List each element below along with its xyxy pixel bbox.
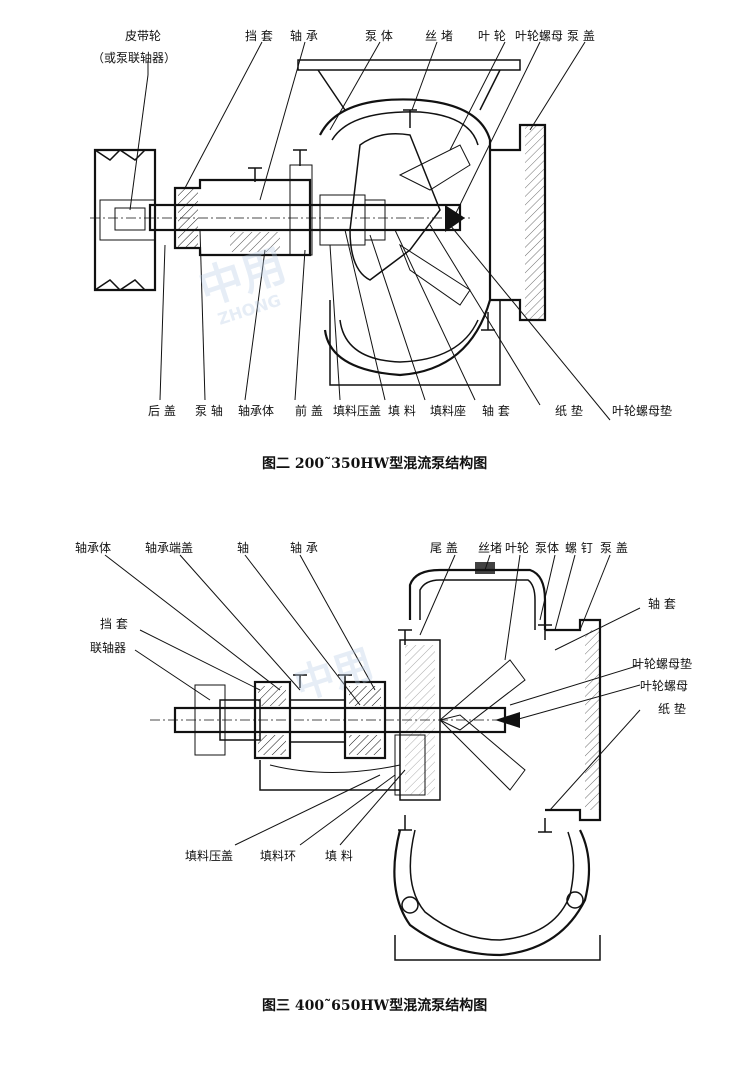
fig3-caption: 图三 400˜650HW型混流泵结构图	[262, 997, 487, 1014]
fig2-label-front-cover: 前 盖	[295, 403, 323, 418]
fig3-label-bearing-housing: 轴承体	[75, 540, 111, 555]
fig2-label-shaft-sleeve: 轴 套	[482, 403, 510, 418]
fig3-label-pump-cover: 泵 盖	[600, 541, 628, 555]
fig3-label-lantern-ring: 填料环	[260, 849, 296, 863]
fig3-label-gland: 填料压盖	[185, 849, 233, 863]
fig3-label-impeller: 叶轮	[505, 541, 529, 555]
fig3-label-nut-washer: 叶轮螺母垫	[632, 656, 692, 671]
fig3-label-shaft: 轴	[237, 540, 249, 555]
fig3-label-stop-sleeve: 挡 套	[100, 617, 128, 631]
fig3-label-pump-body: 泵体	[535, 541, 559, 555]
fig2-label-gland: 填料压盖	[333, 404, 381, 418]
fig2-label-pump-body: 泵 体	[365, 29, 393, 43]
fig2-label-bearing: 轴 承	[290, 28, 318, 43]
fig3-label-bearing: 轴 承	[290, 540, 318, 555]
figure3-leaders	[104, 554, 641, 846]
fig2-label-impeller: 叶 轮	[478, 29, 506, 43]
fig2-label-pump-shaft: 泵 轴	[195, 403, 223, 418]
fig2-label-packing-seat: 填料座	[430, 403, 466, 418]
fig2-label-impeller-nut: 叶轮螺母	[515, 29, 563, 43]
figure3-drawing	[150, 562, 602, 961]
fig2-label-pulley: 皮带轮	[125, 29, 161, 43]
fig3-label-paper-gasket: 纸 垫	[658, 701, 686, 716]
fig2-label-bearing-housing: 轴承体	[238, 403, 274, 418]
figure2-leaders	[129, 41, 611, 421]
fig2-label-coupling-note: （或泵联轴器）	[92, 50, 176, 65]
fig2-label-nut-washer: 叶轮螺母垫	[612, 403, 672, 418]
fig3-label-shaft-sleeve: 轴 套	[648, 596, 676, 611]
fig2-label-rear-cover: 后 盖	[148, 404, 176, 418]
figure2-drawing	[90, 59, 547, 386]
fig3-label-plug: 丝堵	[478, 541, 502, 555]
fig3-label-coupling: 联轴器	[90, 640, 126, 655]
fig2-label-pump-cover: 泵 盖	[567, 29, 595, 43]
fig2-label-plug: 丝 堵	[425, 29, 453, 43]
fig3-label-tail-cover: 尾 盖	[430, 541, 458, 555]
fig3-label-screw: 螺 钉	[565, 541, 593, 555]
fig3-label-impeller-nut: 叶轮螺母	[640, 679, 688, 693]
fig2-caption: 图二 200˜350HW型混流泵结构图	[262, 455, 487, 472]
fig3-label-packing: 填 料	[325, 849, 353, 863]
fig2-label-paper-gasket: 纸 垫	[555, 403, 583, 418]
fig2-label-packing: 填 料	[388, 404, 416, 418]
fig2-label-stop-sleeve: 挡 套	[245, 29, 273, 43]
fig3-label-bearing-end-cover: 轴承端盖	[145, 540, 193, 555]
